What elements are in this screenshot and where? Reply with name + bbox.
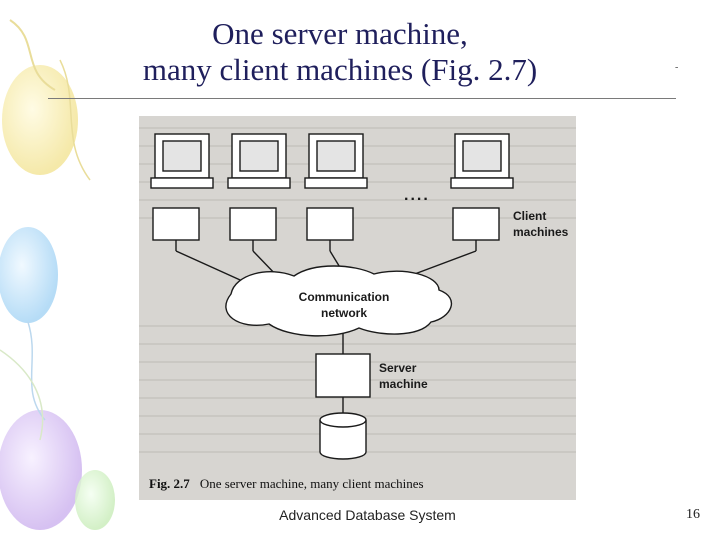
client-computer <box>227 133 291 241</box>
database-icon <box>319 412 367 460</box>
title-line-1: One server machine, <box>212 16 468 51</box>
client-computer <box>150 133 214 241</box>
communication-network-label: Communication network <box>279 289 409 321</box>
figure-caption: Fig. 2.7 One server machine, many client … <box>149 476 424 492</box>
network-label-line-1: Communication <box>298 290 390 304</box>
network-label-line-2: network <box>320 306 367 320</box>
ellipsis-label: .... <box>404 187 430 204</box>
page-number: 16 <box>686 507 700 522</box>
slide-footer: Advanced Database System <box>279 507 456 523</box>
figure-2-7: .... Client machines Communication netwo… <box>139 116 576 500</box>
client-computer <box>450 133 514 241</box>
server-box <box>315 353 371 398</box>
server-label-line-2: machine <box>379 377 428 391</box>
title-divider <box>48 98 676 99</box>
slide-title: One server machine, many client machines… <box>60 16 620 88</box>
caption-text: One server machine, many client machines <box>199 476 424 491</box>
client-computer <box>304 133 368 241</box>
title-mark: - <box>675 62 679 73</box>
client-label-line-1: Client <box>513 209 547 223</box>
caption-number: Fig. 2.7 <box>149 476 190 491</box>
server-label-line-1: Server <box>379 361 417 375</box>
client-machines-label: Client machines <box>513 208 568 240</box>
client-label-line-2: machines <box>513 225 569 239</box>
network-cloud <box>225 265 453 337</box>
title-line-2: many client machines (Fig. 2.7) <box>142 52 538 87</box>
architecture-diagram <box>139 127 576 460</box>
server-machine-label: Server machine <box>379 360 428 392</box>
network-connections <box>175 240 477 414</box>
